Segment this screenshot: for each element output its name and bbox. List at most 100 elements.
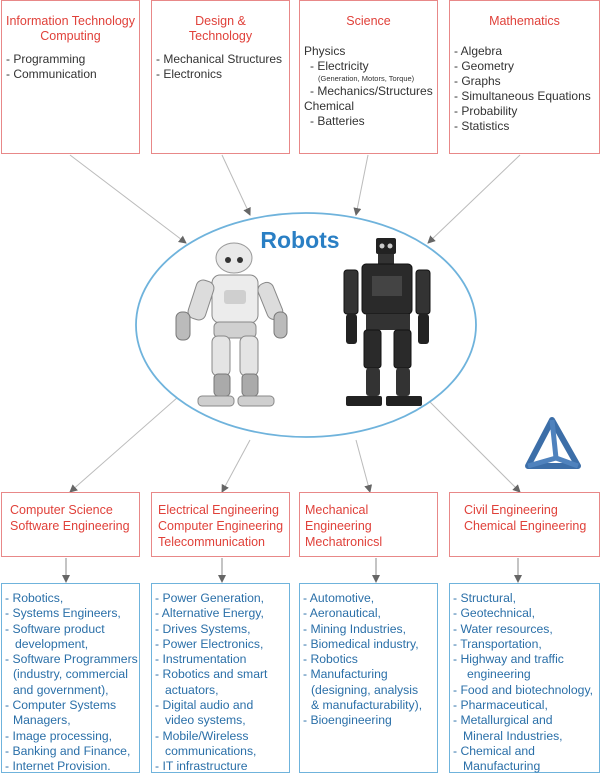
arrow-dt-to-robots (221, 154, 251, 216)
career-item: - Internet Provision. (5, 759, 111, 774)
career-item: development, (15, 636, 89, 651)
career-item: - Software Programmers (5, 652, 138, 667)
career-item: and government), (13, 682, 109, 697)
subject-box-math: Mathematics - Algebra - Geometry - Graph… (449, 0, 600, 154)
career-item: - Alternative Energy, (155, 606, 264, 621)
robots-title: Robots (260, 227, 340, 253)
subject-item: - Mechanical Structures (156, 52, 283, 66)
arrow-it-to-robots (69, 154, 187, 244)
subject-item: - Electronics (156, 67, 223, 81)
engineering-title-line: Mechatronicsl (305, 535, 383, 549)
engineering-title-line: Chemical Engineering (464, 519, 587, 533)
subject-item: - Graphs (454, 74, 501, 88)
careers-box-civil: - Structural, - Geotechnical, - Water re… (449, 583, 600, 773)
subject-item: - Batteries (310, 114, 365, 128)
career-item: - Transportation, (453, 636, 542, 651)
career-item: - Digital audio and (155, 698, 254, 713)
engineering-box-me: Mechanical Engineering Mechatronicsl (299, 492, 438, 557)
arrow-robots-to-cs (69, 389, 187, 493)
career-item: - Aeronautical, (303, 606, 381, 621)
subject-item: - Geometry (454, 59, 515, 73)
careers-list: - Robotics, - Systems Engineers, - Softw… (2, 584, 139, 775)
subject-box-it: Information Technology Computing - Progr… (1, 0, 140, 154)
subject-item-note: (Generation, Motors, Torque) (318, 74, 415, 83)
arrow-robots-to-ee (221, 439, 251, 493)
careers-list: - Structural, - Geotechnical, - Water re… (450, 584, 599, 775)
subject-box-design: Design & Technology - Mechanical Structu… (151, 0, 290, 154)
career-item: - Structural, (453, 591, 516, 605)
black-robot-image (343, 238, 431, 406)
career-item: - Drives Systems, (155, 621, 251, 636)
career-item: - Highway and traffic (453, 652, 564, 667)
subject-item: - Statistics (454, 119, 510, 133)
career-item: - Geotechnical, (453, 606, 535, 621)
subject-item: - Simultaneous Equations (454, 89, 591, 103)
career-item: - Computer Systems (5, 698, 117, 713)
career-item: - Systems Engineers, (5, 606, 121, 621)
subject-box-science: Science Physics - Electricity (Generatio… (299, 0, 438, 154)
career-item: Mineral Industries, (463, 728, 563, 743)
career-item: - IT infrastructure (155, 759, 248, 774)
career-item: & manufacturability), (311, 698, 423, 713)
subject-item: Physics (304, 44, 346, 58)
career-item: - Image processing, (5, 728, 113, 743)
tetrahedron-logo-icon (525, 417, 581, 469)
engineering-title-line: Software Engineering (10, 519, 130, 533)
engineering-title-line: Civil Engineering (464, 503, 558, 517)
engineering-title-line: Computer Engineering (158, 519, 284, 533)
subject-title-line: Computing (40, 29, 101, 43)
career-item: - Pharmaceutical, (453, 698, 548, 713)
career-item: - Robotics, (5, 591, 64, 605)
career-item: - Chemical and (453, 743, 535, 758)
career-item: - Instrumentation (155, 652, 247, 667)
career-item: - Automotive, (303, 591, 375, 605)
career-item: - Software product (5, 621, 105, 636)
career-item: communications, (165, 743, 257, 758)
careers-box-cs: - Robotics, - Systems Engineers, - Softw… (1, 583, 140, 773)
engineering-box-cs: Computer Science Software Engineering (1, 492, 140, 557)
career-item: - Biomedical industry, (303, 636, 419, 651)
white-robot-image (175, 242, 288, 407)
engineering-title-line: Telecommunication (158, 535, 265, 549)
career-item: actuators, (165, 682, 219, 697)
subject-title-line: Mathematics (489, 14, 560, 28)
engineering-box-ee: Electrical Engineering Computer Engineer… (151, 492, 290, 557)
subject-title-line: Information Technology (5, 14, 136, 28)
subject-item: - Programming (6, 52, 86, 66)
career-item: - Power Generation, (155, 591, 265, 605)
subject-item: - Probability (454, 104, 518, 118)
careers-list: - Automotive, - Aeronautical, - Mining I… (300, 584, 437, 729)
career-item: Manufacturing (463, 759, 541, 774)
career-item: (designing, analysis (311, 682, 419, 697)
subject-item: - Mechanics/Structures (310, 84, 433, 98)
career-item: - Metallurgical and (453, 713, 553, 728)
engineering-box-civil: Civil Engineering Chemical Engineering (449, 492, 600, 557)
arrow-robots-to-ce (427, 399, 521, 493)
arrow-math-to-robots (427, 154, 521, 244)
career-item: - Mobile/Wireless (155, 728, 249, 743)
subject-title-line: Technology (188, 29, 253, 43)
career-item: - Robotics (303, 652, 358, 667)
engineering-title-line: Mechanical Engineering (305, 503, 372, 533)
career-item: (industry, commercial (13, 667, 128, 682)
career-item: - Water resources, (453, 621, 553, 636)
career-item: - Mining Industries, (303, 621, 406, 636)
engineering-title-line: Electrical Engineering (158, 503, 279, 517)
career-item: - Banking and Finance, (5, 743, 131, 758)
career-item: engineering (467, 667, 531, 682)
career-item: Managers, (13, 713, 71, 728)
subject-title-line: Science (346, 14, 391, 28)
career-item: - Robotics and smart (155, 667, 268, 682)
subject-item: - Communication (6, 67, 97, 81)
arrow-robots-to-me (355, 439, 373, 493)
engineering-title-line: Computer Science (10, 503, 113, 517)
arrow-science-to-robots (353, 154, 369, 216)
career-item: - Bioengineering (303, 713, 392, 728)
careers-list: - Power Generation, - Alternative Energy… (152, 584, 289, 775)
career-item: - Manufacturing (303, 667, 388, 682)
subject-item: Chemical (304, 99, 355, 113)
career-item: - Power Electronics, (155, 636, 264, 651)
subject-item: - Electricity (310, 59, 369, 73)
careers-box-ee: - Power Generation, - Alternative Energy… (151, 583, 290, 773)
